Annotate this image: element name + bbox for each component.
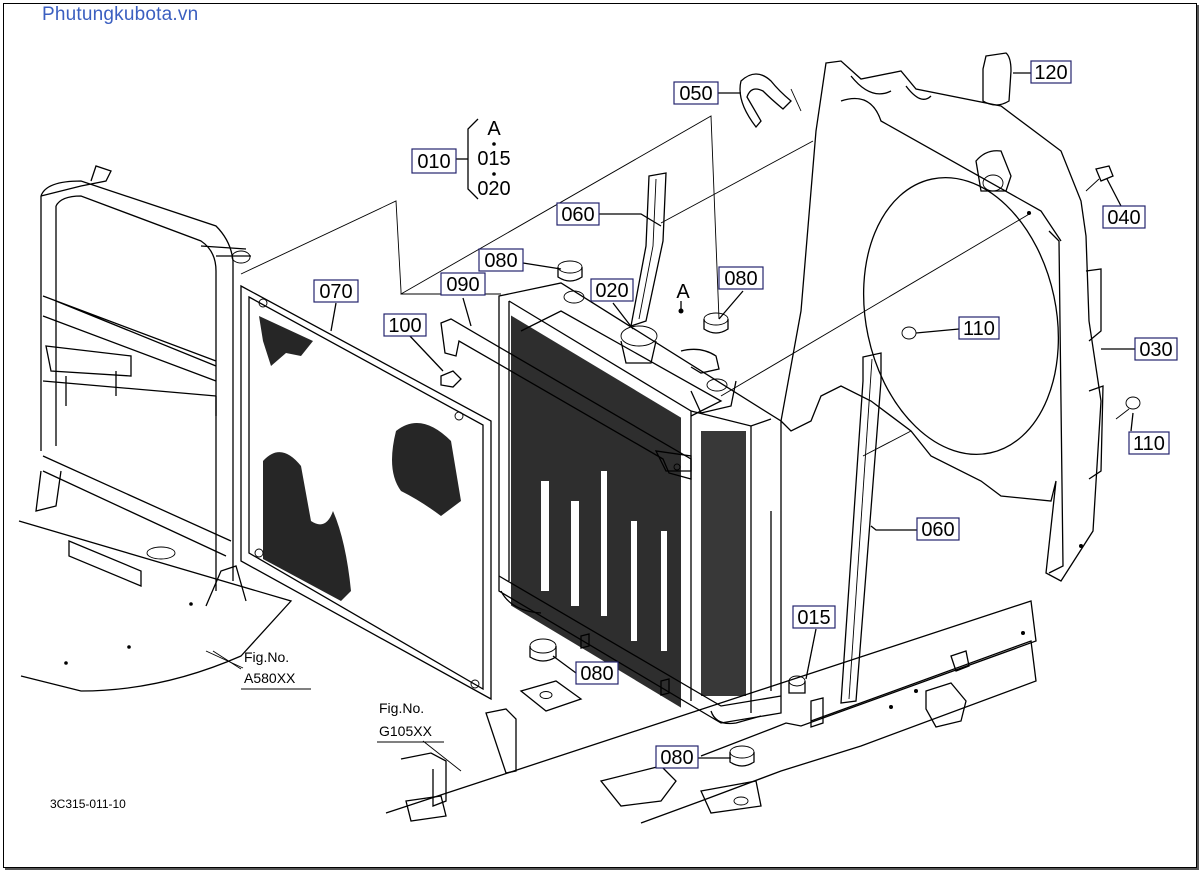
svg-text:110: 110 [963, 318, 995, 340]
operator-frame [18, 165, 293, 692]
part-label-080-c[interactable]: 080 [575, 661, 619, 685]
part-label-060-side[interactable]: 060 [916, 517, 960, 541]
watermark-site: Phutungkubota.vn [42, 4, 199, 25]
figure-ref-a580xx[interactable]: Fig.No. A580XX [241, 649, 311, 690]
svg-text:070: 070 [319, 281, 352, 303]
svg-text:020: 020 [595, 280, 628, 302]
svg-text:Fig.No.: Fig.No. [244, 649, 289, 665]
svg-text:015: 015 [797, 607, 830, 629]
svg-text:020: 020 [477, 178, 510, 200]
svg-text:080: 080 [580, 663, 613, 685]
svg-text:080: 080 [484, 250, 517, 272]
part-label-060-top[interactable]: 060 [556, 202, 600, 226]
part-label-020[interactable]: 020 [590, 278, 634, 302]
group-items: A 015 020 [477, 118, 510, 200]
fan-shroud-030 [780, 60, 1104, 582]
hardware [739, 52, 1141, 420]
part-label-015[interactable]: 015 [792, 605, 836, 629]
bracket-090 [440, 318, 692, 480]
part-label-120[interactable]: 120 [1030, 60, 1072, 84]
svg-text:120: 120 [1034, 62, 1067, 84]
part-label-010[interactable]: 010 [411, 148, 457, 174]
svg-text:060: 060 [921, 519, 954, 541]
svg-text:100: 100 [388, 315, 421, 337]
svg-text:060: 060 [561, 204, 594, 226]
parts-diagram: 120 050 040 060 080 080 070 090 020 100 … [18, 52, 1178, 824]
chassis-frame [385, 600, 1037, 824]
diagram-code: 3C315-011-10 [50, 797, 126, 811]
diagram-frame: 120 050 040 060 080 080 070 090 020 100 … [3, 3, 1197, 868]
svg-text:010: 010 [417, 151, 450, 173]
figure-ref-g105xx[interactable]: Fig.No. G105XX [377, 700, 444, 743]
svg-text:050: 050 [679, 83, 712, 105]
svg-text:Fig.No.: Fig.No. [379, 700, 424, 716]
part-label-100[interactable]: 100 [383, 313, 427, 337]
part-label-080-d[interactable]: 080 [655, 745, 699, 769]
part-label-110-a[interactable]: 110 [958, 316, 1000, 340]
cushions-080 [529, 260, 755, 767]
part-label-050[interactable]: 050 [673, 81, 719, 105]
svg-text:080: 080 [724, 268, 757, 290]
part-label-090[interactable]: 090 [440, 272, 486, 296]
part-label-110-b[interactable]: 110 [1128, 431, 1170, 455]
part-label-030[interactable]: 030 [1134, 337, 1178, 361]
svg-text:A: A [487, 118, 501, 140]
svg-text:080: 080 [660, 747, 693, 769]
svg-text:A580XX: A580XX [244, 670, 296, 686]
part-label-080-a[interactable]: 080 [478, 248, 524, 272]
seal-060-side [840, 352, 882, 704]
part-label-080-b[interactable]: 080 [718, 266, 764, 290]
svg-text:G105XX: G105XX [379, 723, 433, 739]
callout-a: A [676, 281, 690, 303]
part-label-040[interactable]: 040 [1102, 205, 1146, 229]
screen-mesh-070 [240, 284, 492, 701]
svg-text:030: 030 [1139, 339, 1172, 361]
radiator-core [498, 282, 806, 725]
seal-060-top [630, 172, 667, 327]
part-label-070[interactable]: 070 [313, 279, 359, 303]
svg-text:090: 090 [446, 274, 479, 296]
svg-text:040: 040 [1107, 207, 1140, 229]
svg-text:110: 110 [1133, 433, 1165, 455]
svg-text:015: 015 [477, 148, 510, 170]
